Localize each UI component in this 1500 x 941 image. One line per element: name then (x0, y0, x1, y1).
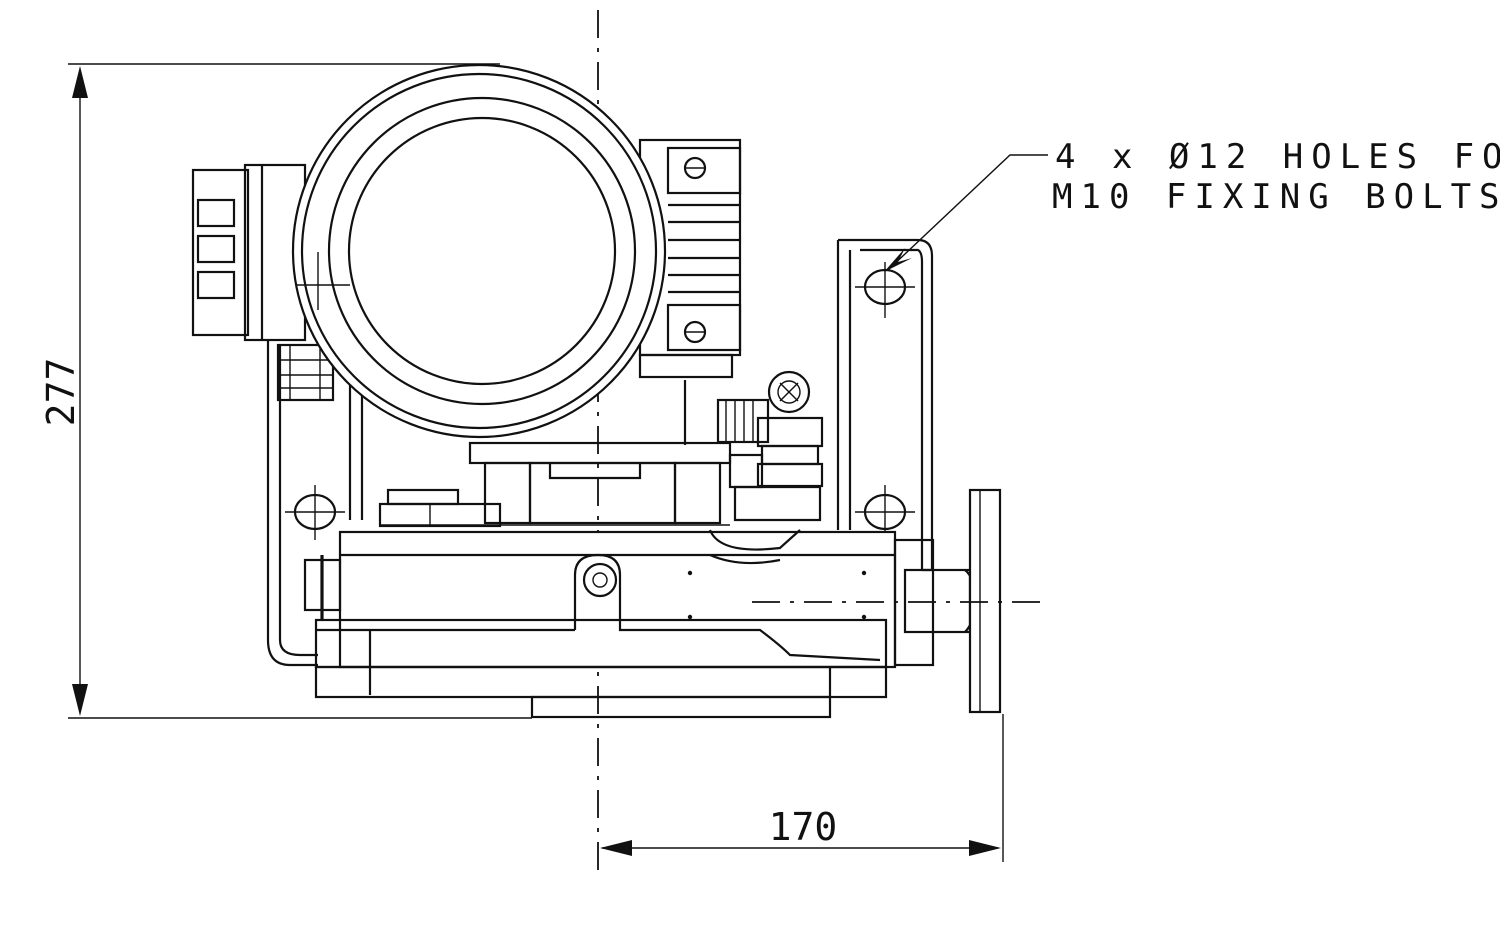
width-dimension (600, 714, 1004, 862)
circular-housing (291, 63, 687, 520)
adaptor-plate (380, 441, 732, 526)
fixing-bolts-leader (884, 154, 1048, 272)
fixing-hole-top-right (855, 262, 915, 318)
linkage-left (378, 488, 502, 528)
note-line-2: M10 FIXING BOLTS (1052, 177, 1500, 217)
left-connector-box (191, 163, 340, 342)
fixing-hole-bottom-left (285, 485, 345, 540)
height-dimension-value: 277 (39, 358, 83, 427)
note-line-1: 4 x Ø12 HOLES FOR (1055, 137, 1500, 177)
fixing-hole-bottom-right (855, 485, 915, 540)
mounting-bracket (266, 238, 934, 667)
width-dimension-value: 170 (769, 805, 838, 849)
position-sensor (716, 370, 824, 522)
outlet-flange (752, 488, 1048, 714)
height-dimension (68, 63, 532, 719)
valve-body (303, 529, 897, 719)
cable-gland (276, 343, 335, 402)
